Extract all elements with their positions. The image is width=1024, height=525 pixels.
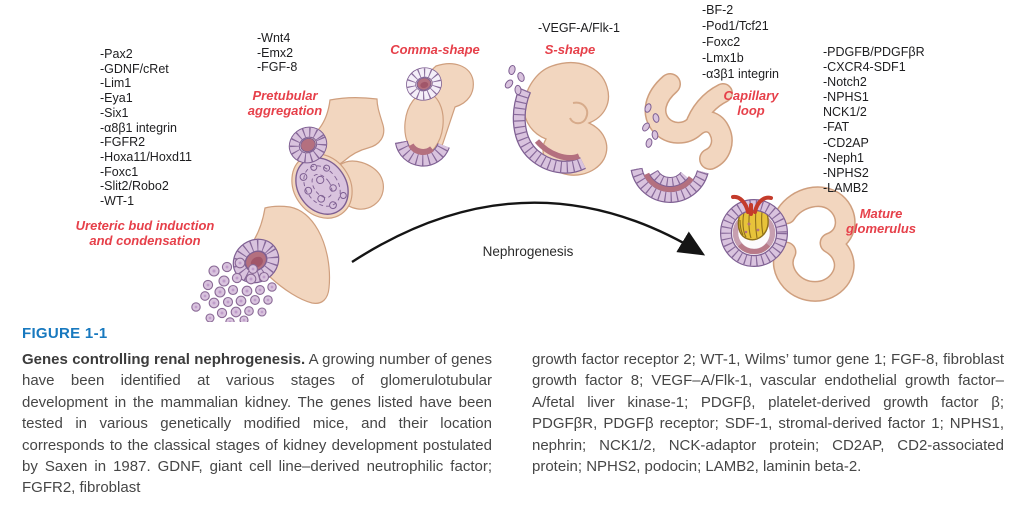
nephrogenesis-arrow-label: Nephrogenesis [482,244,574,259]
gene-item: -Six1 [100,105,129,120]
gene-item: -CXCR4-SDF1 [823,60,906,75]
stage-label-comma-shape: Comma-shape [390,42,480,57]
gene-item: -BF-2 [702,3,734,17]
gene-item: -LAMB2 [823,180,869,195]
gene-item: -NPHS1 [823,90,869,105]
gene-item: -Neph1 [823,150,864,165]
gene-item: -VEGF-A/Flk-1 [538,21,620,35]
afferent-vessels [731,194,773,216]
stage-drawing-mature-glomerulus [720,186,856,302]
gene-item: -Hoxa11/Hoxd11 [100,149,192,164]
caption-right-column: growth factor receptor 2; WT-1, Wilms’ t… [532,349,1004,477]
stage-drawing-comma-shape [394,63,474,167]
comma-cap-cells [406,67,442,101]
loose-cells [642,103,660,148]
gene-item: -Foxc2 [702,34,741,49]
gene-item: -α3β1 integrin [702,66,779,81]
gene-item: -FGF-8 [257,60,298,75]
nephrogenesis-illustration [191,62,856,322]
gene-list-mature-glomerulus: -PDGFB/PDGFβR -CXCR4-SDF1 -Notch2 -NPHS1… [823,45,925,196]
figure-number-label: FIGURE 1-1 [22,325,108,342]
gene-item: -Wnt4 [257,31,291,45]
stage-drawing-s-shape [504,62,610,176]
gene-item: -PDGFB/PDGFβR [823,45,925,59]
stage-label-mature-glomerulus: Mature glomerulus [845,206,917,236]
stage-drawing-pretubular-aggregation [288,97,385,219]
mesenchyme-cells [191,257,277,322]
gene-item: -CD2AP [823,135,869,150]
gene-item: -FAT [823,120,850,135]
gene-item: -Notch2 [823,75,867,90]
tubule-loop [772,186,856,302]
gene-item: -Pod1/Tcf21 [702,18,769,33]
gene-item: -GDNF/cRet [100,61,169,76]
bowman-capsule-cells [720,199,788,267]
caption-right-text: growth factor receptor 2; WT-1, Wilms’ t… [532,351,1004,476]
caption-left-text: A growing number of genes have been iden… [22,351,492,497]
gene-item: -Pax2 [100,47,133,61]
gene-item: -Lmx1b [702,50,744,65]
gene-list-s-shape: -VEGF-A/Flk-1 [538,21,620,36]
gene-item: -WT-1 [100,194,135,209]
stage-drawing-capillary-loop [630,73,733,203]
pretubular-aggregate [295,157,349,215]
nephrogenesis-arrow [351,201,706,264]
gene-item: -FGFR2 [100,135,146,150]
gene-item: -Eya1 [100,91,133,106]
gene-item: -Lim1 [100,76,132,91]
caption-left-column: Genes controlling renal nephrogenesis. A… [22,349,492,499]
capillary-duct [644,73,733,170]
stage-drawing-ureteric-bud [191,205,331,322]
gene-item: -NPHS2 [823,165,869,180]
stage-label-capillary-loop: Capillary loop [723,88,779,118]
glomerular-tuft [737,206,769,241]
stage-label-ureteric-bud: Ureteric bud induction and condensation [75,218,215,248]
stage-label-pretubular: Pretubular aggregation [247,88,323,118]
caption-lead: Genes controlling renal nephrogenesis. [22,351,306,368]
comma-lower-cells [394,140,450,167]
gene-list-pretubular: -Wnt4 -Emx2 -FGF-8 [257,31,297,75]
loose-cells [504,64,525,96]
s-shape-cells [512,87,586,174]
inner-ring-shade [737,243,771,255]
stage-label-s-shape: S-shape [544,42,596,57]
capillary-loop-cells [630,167,709,203]
gene-item: -α8β1 integrin [100,120,177,135]
gene-item: -Slit2/Robo2 [100,179,169,194]
gene-item: -Emx2 [257,45,294,60]
gene-item: -Foxc1 [100,164,139,179]
gene-list-capillary-loop: -BF-2 -Pod1/Tcf21 -Foxc2 -Lmx1b -α3β1 in… [702,3,779,83]
s-body-curl [569,101,589,125]
gene-item: NCK1/2 [823,105,867,120]
cap-cells [288,126,328,164]
gene-list-ureteric-bud: -Pax2 -GDNF/cRet -Lim1 -Eya1 -Six1 -α8β1… [100,47,192,209]
